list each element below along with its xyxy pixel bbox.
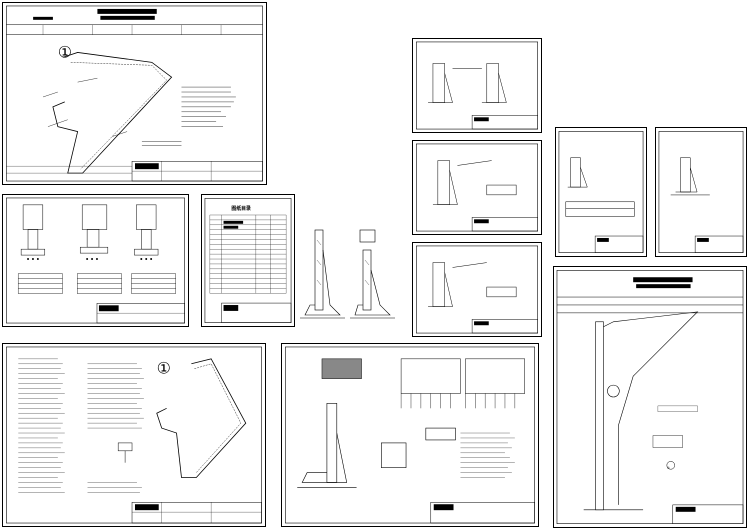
plan-1-circle-label: ① <box>58 42 72 61</box>
section-big-circle-label: ① <box>667 466 670 470</box>
table-1-drawing: 图纸目录 <box>204 198 292 323</box>
sheet-plan-1[interactable]: ① <box>2 2 267 185</box>
detail-d-drawing <box>558 131 644 253</box>
plan-1-drawing: ① <box>6 5 263 182</box>
sheet-section-big[interactable]: ① <box>553 266 747 528</box>
sheet-wall-elev-1[interactable] <box>300 220 405 325</box>
sheet-detail-a[interactable] <box>412 38 542 133</box>
sections-1-drawing <box>6 197 185 324</box>
detail-b-drawing <box>416 143 538 232</box>
sheet-table-1[interactable]: 图纸目录 <box>201 194 295 327</box>
details-2-drawing <box>285 346 535 524</box>
sheet-detail-b[interactable] <box>412 140 542 235</box>
table-1-title: 图纸目录 <box>231 205 251 212</box>
detail-c-drawing <box>416 245 538 334</box>
plan-2-drawing: ① <box>6 346 262 524</box>
sheet-sections-1[interactable] <box>2 194 189 327</box>
detail-e-drawing <box>658 131 744 253</box>
sheet-detail-d[interactable] <box>555 127 647 257</box>
sheet-plan-2[interactable]: ① <box>2 343 266 527</box>
sheet-details-2[interactable] <box>281 343 539 527</box>
detail-a-drawing <box>416 41 538 130</box>
wall-elev-1-drawing <box>300 229 395 319</box>
sheet-detail-c[interactable] <box>412 242 542 337</box>
plan-2-circle-label: ① <box>157 359 171 378</box>
sheet-detail-e[interactable] <box>655 127 747 257</box>
section-big-drawing: ① <box>556 270 744 524</box>
